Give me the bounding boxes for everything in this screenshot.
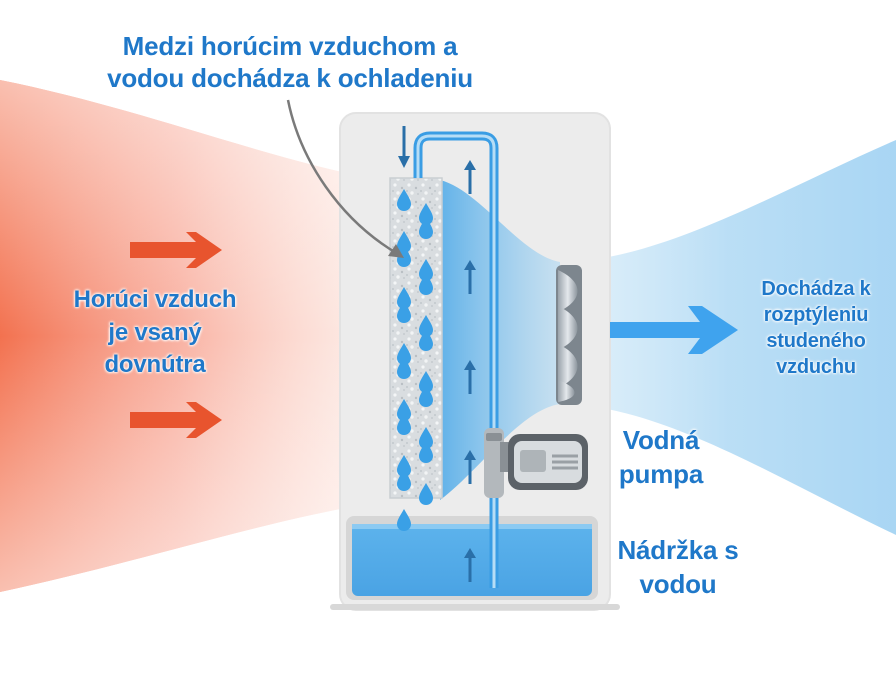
- flow-arrow-icon: [398, 126, 410, 168]
- cold-air-label-line1: Dochádza k: [761, 278, 871, 300]
- cold-air-stream: [560, 140, 896, 535]
- hot-air-stream: [0, 80, 395, 592]
- hot-air-label-line1: Horúci vzduch: [73, 286, 237, 313]
- tank-label-line2: vodou: [639, 568, 717, 599]
- cold-air-label-line4: vzduchu: [776, 356, 856, 378]
- pump-icon: [484, 428, 588, 498]
- cooling-pad: [389, 177, 443, 499]
- flow-arrow-icon: [464, 260, 476, 294]
- hot-air-label-line2: je vsaný: [108, 318, 202, 346]
- tank-label-line1: Nádržka s: [617, 535, 739, 565]
- hot-air-label: Horúci vzduch je vsaný dovnútra: [60, 284, 250, 382]
- hot-air-arrow-icon: [130, 232, 222, 268]
- fan-icon: [556, 265, 582, 405]
- flow-arrow-icon: [464, 160, 476, 194]
- water-pipe: [413, 131, 499, 588]
- cold-air-arrow-icon: [610, 306, 738, 354]
- water-tank: [346, 516, 598, 600]
- cooling-caption-line2: vodou dochádza k ochladeniu: [107, 63, 473, 94]
- flow-arrow-icon: [464, 450, 476, 484]
- pump-label: Vodná pumpa: [606, 424, 716, 492]
- hot-air-label-line3: dovnútra: [104, 351, 206, 379]
- cold-air-label-line3: studeného: [766, 330, 866, 352]
- flow-arrows: [398, 126, 476, 582]
- pump-label-line2: pumpa: [618, 458, 704, 489]
- cooling-caption-line1: Medzi horúcim vzduchom a: [122, 31, 458, 61]
- hot-air-arrow-icon: [130, 402, 222, 438]
- cooling-caption: Medzi horúcim vzduchom a vodou dochádza …: [70, 30, 510, 94]
- callout-pointer: [286, 99, 404, 258]
- cold-air-label-line2: rozptýleniu: [763, 304, 869, 326]
- cold-air-label: Dochádza k rozptýleniu studeného vzduchu: [740, 276, 892, 380]
- tank-label: Nádržka s vodou: [610, 534, 746, 602]
- pump-label-line1: Vodná: [622, 425, 700, 455]
- flow-arrow-icon: [464, 360, 476, 394]
- hot-air-arrows: [130, 232, 222, 438]
- flow-arrow-icon: [464, 548, 476, 582]
